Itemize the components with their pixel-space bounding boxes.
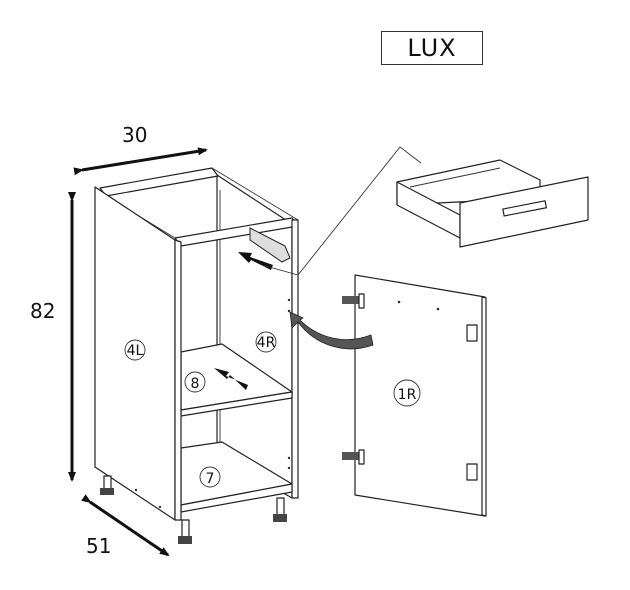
leg [178, 519, 192, 544]
cabinet-carcass [94, 167, 299, 521]
drawer [396, 159, 589, 248]
drawer-handle [502, 200, 548, 217]
leg [273, 497, 287, 522]
part-label-8: 8 [184, 371, 206, 393]
shelf-insert-arrow [214, 368, 248, 390]
part-label-1R: 1R [393, 379, 421, 407]
leveling-legs [100, 475, 287, 544]
hinge-icon [342, 293, 365, 309]
svg-text:8: 8 [191, 376, 200, 392]
leg [100, 475, 114, 495]
svg-text:7: 7 [206, 471, 215, 487]
height-dimension: 82 [30, 192, 76, 482]
part-label-4R: 4R [255, 331, 277, 353]
depth-dimension: 51 [81, 494, 170, 558]
door-mount-arrow [289, 311, 374, 350]
door: 1R [342, 274, 487, 517]
height-label: 82 [30, 299, 55, 323]
svg-text:4R: 4R [257, 335, 276, 351]
depth-label: 51 [86, 534, 111, 558]
width-dimension: 30 [73, 123, 208, 176]
width-label: 30 [122, 123, 147, 147]
hinge-icon [342, 449, 365, 465]
drawer-callout-line [261, 146, 422, 276]
model-name-badge: LUX [381, 31, 483, 65]
part-label-4L: 4L [124, 339, 146, 361]
part-label-7: 7 [199, 466, 221, 488]
svg-text:1R: 1R [398, 387, 417, 403]
svg-text:4L: 4L [127, 343, 144, 359]
